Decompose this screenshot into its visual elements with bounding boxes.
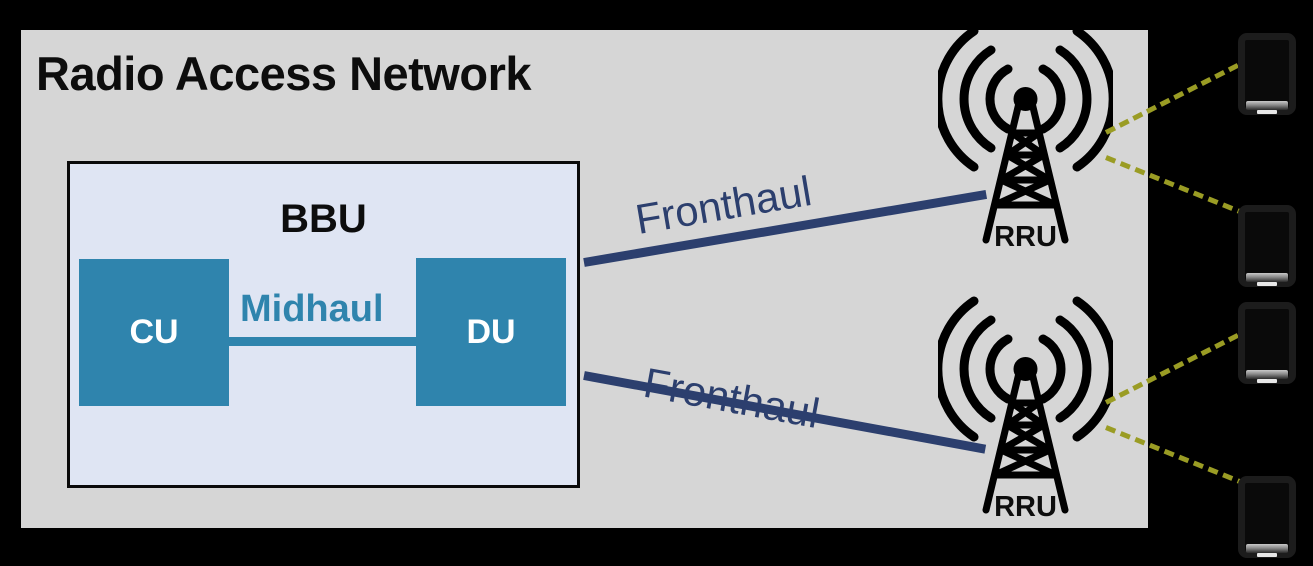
user-equipment-3[interactable]	[1238, 302, 1296, 384]
rru-label-bottom: RRU	[994, 491, 1057, 523]
phone-base	[1246, 273, 1288, 282]
phone-base	[1246, 101, 1288, 110]
phone-base	[1246, 370, 1288, 379]
cu-label: CU	[129, 313, 179, 351]
page-title: Radio Access Network	[36, 47, 532, 100]
phone-base-foot	[1257, 110, 1277, 114]
user-equipment-2[interactable]	[1238, 205, 1296, 287]
tower-icon	[938, 296, 1113, 514]
midhaul-label: Midhaul	[240, 288, 384, 330]
bbu-label: BBU	[280, 197, 367, 241]
cu-block[interactable]: CU	[79, 259, 229, 406]
du-block[interactable]: DU	[416, 258, 566, 406]
phone-base-foot	[1257, 379, 1277, 383]
rru-label-top: RRU	[994, 221, 1057, 253]
phone-base	[1246, 544, 1288, 553]
user-equipment-1[interactable]	[1238, 33, 1296, 115]
du-label: DU	[466, 312, 516, 351]
rru-tower-top[interactable]: RRU	[938, 25, 1113, 255]
user-equipment-4[interactable]	[1238, 476, 1296, 558]
midhaul-connector	[228, 337, 418, 346]
phone-base-foot	[1257, 553, 1277, 557]
rru-tower-bottom[interactable]: RRU	[938, 295, 1113, 525]
phone-base-foot	[1257, 282, 1277, 286]
tower-icon	[938, 26, 1113, 244]
